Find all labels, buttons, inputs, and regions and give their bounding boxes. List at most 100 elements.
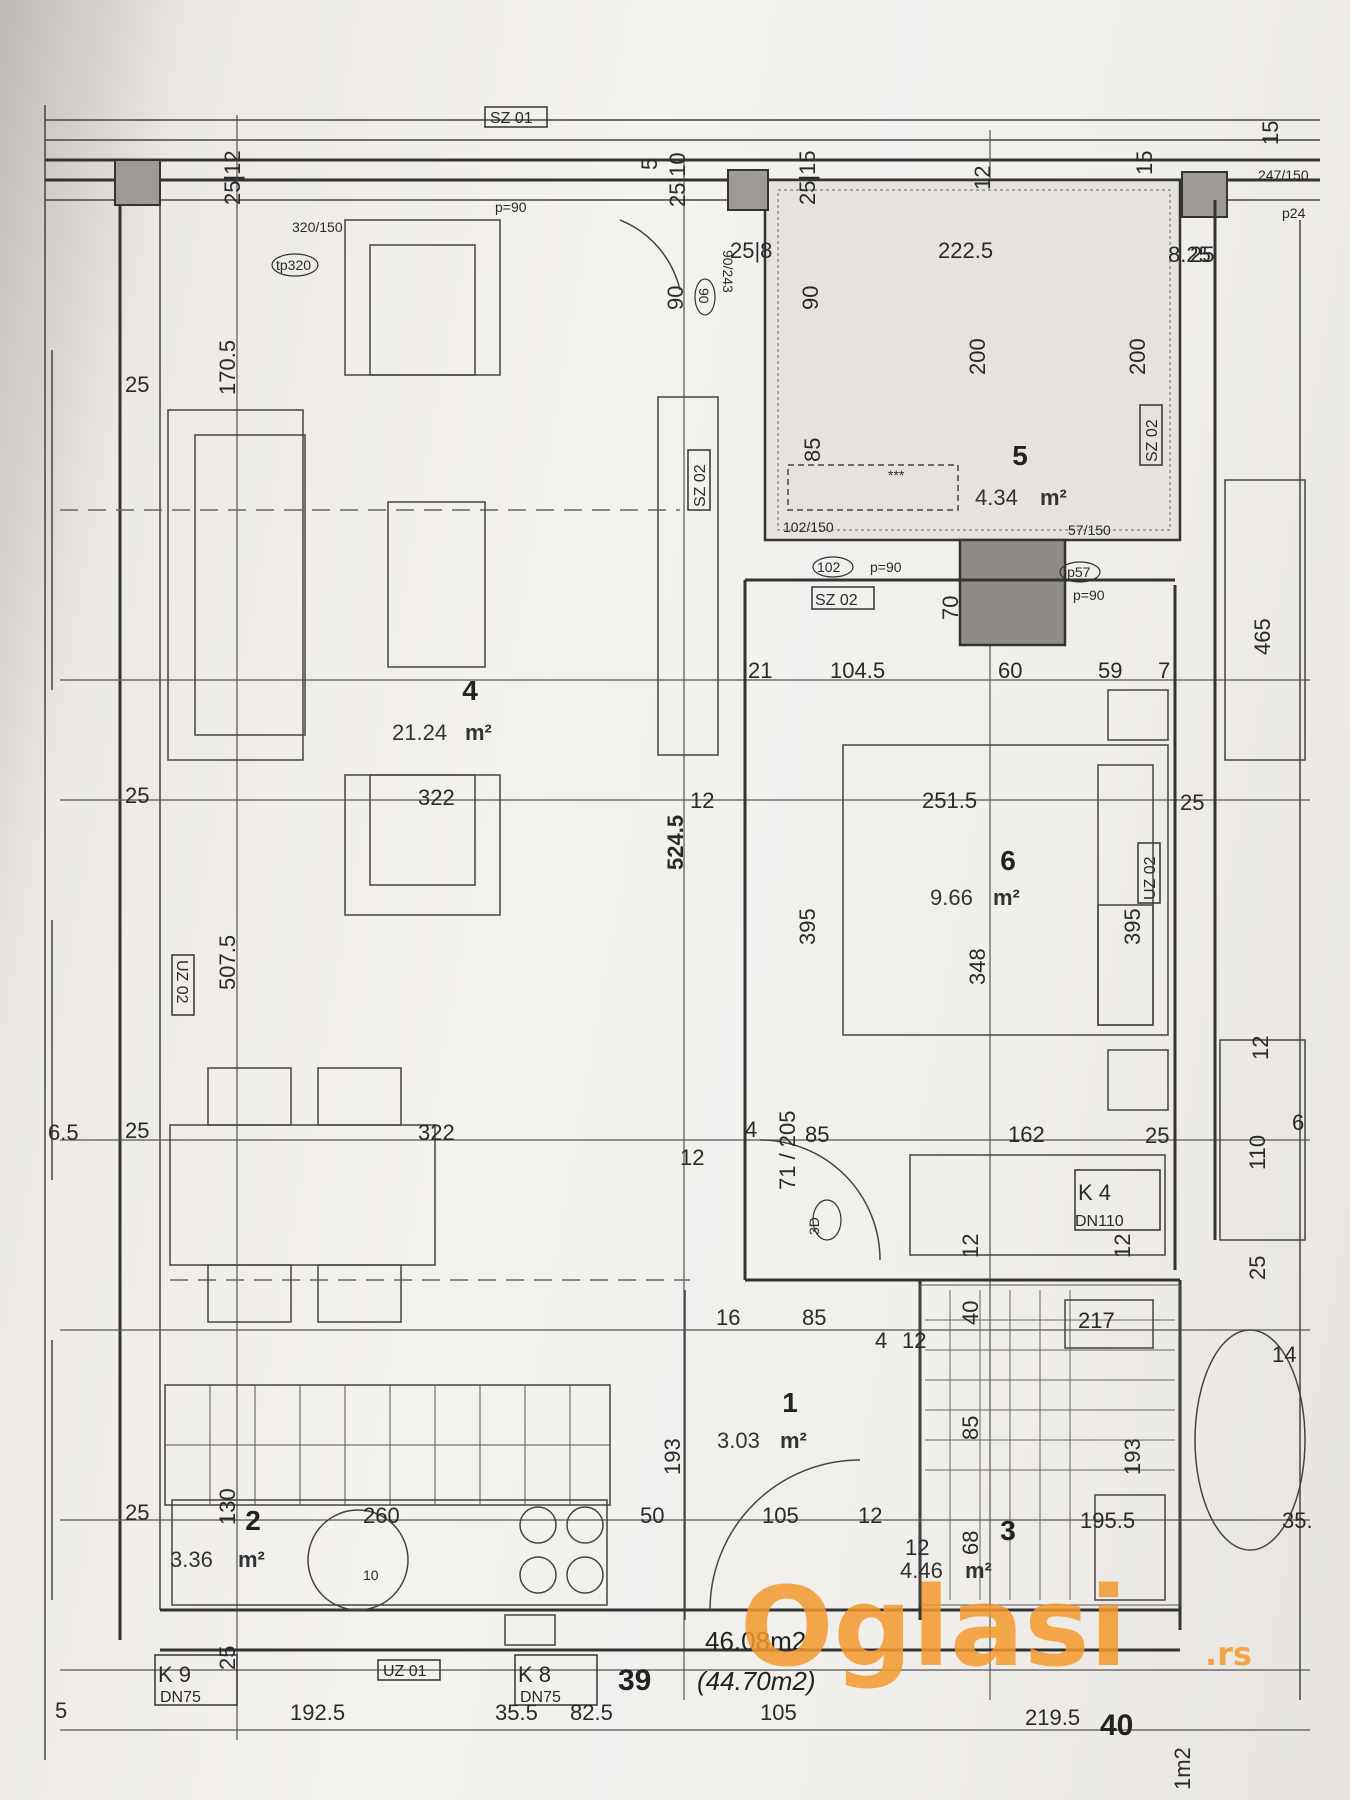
dim-25-15: 25|15: [795, 150, 820, 205]
dim-12-i: 12: [905, 1535, 929, 1560]
door-90-243: 90/243: [720, 250, 736, 293]
dim-170-5: 170.5: [215, 340, 240, 395]
door-p90-c: p=90: [1073, 587, 1105, 603]
dim-222-5: 222.5: [938, 238, 993, 263]
dim-15-b: 15: [1258, 121, 1283, 145]
tag-uz02-b: UZ 02: [173, 960, 190, 1004]
dim-7: 7: [1158, 658, 1170, 683]
room-number: 2: [245, 1505, 261, 1536]
dim-6: 6: [1292, 1110, 1304, 1135]
dim-6-5: 6.5: [48, 1120, 79, 1145]
dim-12-b: 12: [690, 788, 714, 813]
door-320: 320/150: [292, 219, 343, 235]
dim-16: 16: [716, 1305, 740, 1330]
next-unit-area: 1m2: [1170, 1747, 1195, 1790]
door-p90-a: p=90: [495, 199, 527, 215]
dim-90-b: 90: [798, 286, 823, 310]
dim-25-12: 25|12: [220, 150, 245, 205]
dim-21: 21: [748, 658, 772, 683]
dim-348: 348: [965, 948, 990, 985]
dim-524-5: 524.5: [663, 815, 688, 870]
room-area: 4.46: [900, 1558, 943, 1583]
room-area: 3.03: [717, 1428, 760, 1453]
dim-251-5: 251.5: [922, 788, 977, 813]
dim-60: 60: [998, 658, 1022, 683]
dim-465: 465: [1250, 618, 1275, 655]
dim-5: 5: [637, 158, 662, 170]
dim-110: 110: [1245, 1135, 1270, 1170]
dim-4-b: 4: [875, 1328, 887, 1353]
dim-4-a: 4: [745, 1117, 757, 1142]
dim-200-a: 200: [965, 338, 990, 375]
door-247: 247/150: [1258, 167, 1309, 183]
tag-d90: 90: [696, 288, 712, 304]
tag-p24: p24: [1282, 205, 1306, 221]
dim-12-f: 12: [1248, 1036, 1273, 1060]
dim-85-b: 85: [805, 1122, 829, 1147]
dim-322-a: 322: [418, 785, 455, 810]
door-71-205: 71 / 205: [775, 1110, 800, 1190]
dim-25-8: 25|8: [730, 238, 772, 263]
tag-d102: 102: [817, 559, 841, 575]
room-area: 4.34: [975, 485, 1018, 510]
dim-25-i: 25: [1245, 1256, 1270, 1280]
tag-uz02-a: UZ 02: [1142, 856, 1159, 900]
room-area-unit: m²: [465, 720, 492, 745]
dim-50: 50: [640, 1503, 664, 1528]
room-label-living: 4 21.24 m²: [392, 675, 492, 745]
dim-25-a: 25: [125, 372, 149, 397]
dim-stars: ***: [888, 467, 905, 483]
tag-dn75-a: DN75: [160, 1689, 201, 1706]
dim-507-5: 507.5: [215, 935, 240, 990]
dim-15-a: 15: [1132, 151, 1157, 175]
room-number: 3: [1000, 1515, 1016, 1546]
dim-192-5: 192.5: [290, 1700, 345, 1725]
room-area-unit: m²: [238, 1547, 265, 1572]
room-label-hall: 1 3.03 m²: [717, 1387, 807, 1453]
room-area-unit: m²: [965, 1558, 992, 1583]
dim-12-h: 12: [858, 1503, 882, 1528]
room-number: 1: [782, 1387, 798, 1418]
tag-k8: K 8: [518, 1662, 551, 1687]
dim-59: 59: [1098, 658, 1122, 683]
apartment-summary: 46.08m2 39 (44.70m2) 40 1m2: [618, 1626, 1195, 1790]
room-number: 5: [1012, 440, 1028, 471]
next-unit-number: 40: [1100, 1709, 1133, 1742]
room-area: 21.24: [392, 720, 447, 745]
dim-260: 260: [363, 1503, 400, 1528]
room-area-unit: m²: [780, 1428, 807, 1453]
dim-101: 10: [363, 1567, 379, 1583]
dim-12-e: 12: [1110, 1234, 1135, 1258]
dim-219-5: 219.5: [1025, 1705, 1080, 1730]
room-area: 9.66: [930, 885, 973, 910]
dim-14: 14: [1272, 1342, 1296, 1367]
door-labels: 320/150 102/150 57/150 247/150 90/243 71…: [292, 167, 1309, 1190]
room-number: 4: [462, 675, 478, 706]
dim-130: 130: [215, 1488, 240, 1525]
tag-sz02-c: SZ 02: [815, 592, 858, 609]
dim-25-e: 25: [1190, 242, 1214, 267]
dim-12-d: 12: [958, 1234, 983, 1258]
tag-uz01: UZ 01: [383, 1663, 427, 1680]
unit-number: 39: [618, 1664, 651, 1697]
dim-70: 70: [938, 596, 963, 620]
dim-85-c: 85: [802, 1305, 826, 1330]
dim-25-g: 25: [1145, 1123, 1169, 1148]
dim-85-a: 85: [800, 438, 825, 462]
dim-395-a: 395: [795, 908, 820, 945]
tag-sz02-b: SZ 02: [1144, 419, 1161, 462]
dim-25-10: 25|10: [665, 152, 690, 207]
room-label-terrace: 5 4.34 m²: [975, 440, 1067, 510]
dim-217: 217: [1078, 1308, 1115, 1333]
dim-25-f: 25: [1180, 790, 1204, 815]
structure-lines: [44, 105, 1320, 1760]
room-area: 3.36: [170, 1547, 213, 1572]
gross-area: 46.08m2: [705, 1626, 806, 1656]
room-area-unit: m²: [1040, 485, 1067, 510]
dim-85-d: 85: [958, 1416, 983, 1440]
oglasi-watermark: Oglasi .rs: [740, 1563, 1252, 1691]
dim-25-c: 25: [125, 1118, 149, 1143]
tag-k9: K 9: [158, 1662, 191, 1687]
